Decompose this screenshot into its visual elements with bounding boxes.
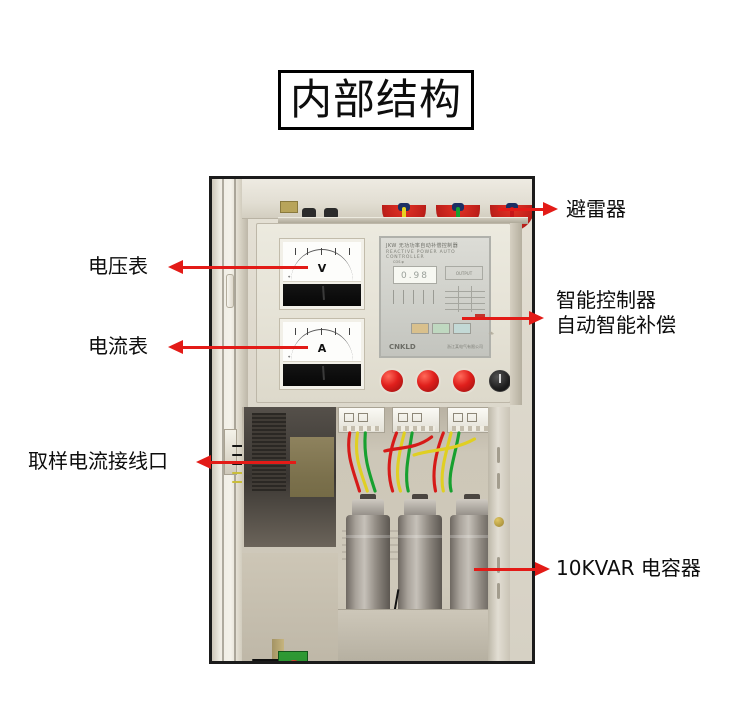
ammeter-window xyxy=(283,364,361,386)
wire-harness xyxy=(338,431,494,503)
top-rail xyxy=(242,179,532,233)
sampling-current-terminal-block xyxy=(278,651,308,661)
cabinet-floor xyxy=(338,609,494,661)
controller-key-set[interactable] xyxy=(411,323,429,334)
rail-screw xyxy=(494,517,504,527)
cabinet-logo-icon: ❧ xyxy=(488,329,495,338)
interior-left-wall xyxy=(242,553,338,661)
cabinet-photo: V ⌖ A ⌖ xyxy=(209,176,535,664)
page-title: 内部结构 xyxy=(289,75,462,124)
voltmeter-unit: V xyxy=(317,262,327,275)
callout-arrow-controller xyxy=(462,311,544,325)
callout-arrow-ammeter xyxy=(168,340,308,354)
instrument-panel: V ⌖ A ⌖ xyxy=(256,223,511,403)
voltmeter: V ⌖ xyxy=(279,238,365,310)
cabinet-interior xyxy=(242,407,510,661)
callout-arrow-sampling-port xyxy=(196,455,296,469)
controller-alarm-led xyxy=(475,314,485,317)
rail-clamp xyxy=(280,201,298,213)
ammeter-needle xyxy=(322,365,325,381)
callout-label-surge-arrester: 避雷器 xyxy=(566,197,626,221)
indicator-lamp-phase-c[interactable] xyxy=(451,368,477,394)
sampling-wires xyxy=(252,653,282,661)
controller-company: 浙江某电气有限公司 xyxy=(447,344,483,349)
rail-hardware xyxy=(302,205,372,219)
contactor-row xyxy=(338,407,494,433)
ammeter-marking: ⌖ xyxy=(288,354,291,359)
callout-label-controller: 智能控制器 自动智能补偿 xyxy=(556,288,676,337)
callout-label-voltmeter: 电压表 xyxy=(88,254,148,278)
callout-label-capacitor: 10KVAR 电容器 xyxy=(556,556,701,580)
controller-keypad[interactable] xyxy=(411,323,471,334)
contactor-1 xyxy=(338,407,386,433)
callout-arrow-voltmeter xyxy=(168,260,308,274)
controller-parameter-grid xyxy=(445,286,485,312)
busbar xyxy=(278,217,528,224)
panel-edge xyxy=(510,223,522,405)
contactor-2 xyxy=(392,407,440,433)
callout-arrow-capacitor xyxy=(474,562,550,576)
selector-knob[interactable] xyxy=(489,370,511,392)
voltmeter-window xyxy=(283,284,361,306)
ammeter-unit: A xyxy=(317,342,327,355)
controller-key-down[interactable] xyxy=(453,323,471,334)
controller-brand: CNKLD xyxy=(389,343,416,351)
door-latch xyxy=(226,274,234,308)
controller-output-label: OUTPUT xyxy=(455,271,473,276)
controller-display-value: 0.98 xyxy=(400,271,430,281)
callout-arrow-surge-arrester xyxy=(498,202,558,216)
controller-key-up[interactable] xyxy=(432,323,450,334)
voltmeter-marking: ⌖ xyxy=(288,274,291,279)
contactor-3 xyxy=(446,407,494,433)
controller-display: 0.98 xyxy=(393,266,437,284)
ammeter: A ⌖ xyxy=(279,318,365,390)
voltmeter-needle xyxy=(322,285,325,301)
interior-cavity xyxy=(244,407,336,547)
controller-output-box: OUTPUT xyxy=(445,266,483,280)
controller-step-indicators xyxy=(391,290,439,312)
indicator-lamp-phase-b[interactable] xyxy=(415,368,441,394)
controller-subtitle: REACTIVE POWER AUTO CONTROLLER xyxy=(386,250,456,260)
cabinet-right-rail xyxy=(488,407,510,661)
indicator-lamp-phase-a[interactable] xyxy=(379,368,405,394)
controller-header: JKW 无功功率自动补偿控制器 REACTIVE POWER AUTO CONT… xyxy=(386,242,484,260)
intelligent-controller[interactable]: JKW 无功功率自动补偿控制器 REACTIVE POWER AUTO CONT… xyxy=(379,236,491,358)
ammeter-face: A ⌖ xyxy=(283,322,361,362)
controller-display-caption: COS φ xyxy=(393,260,404,264)
callout-label-ammeter: 电流表 xyxy=(88,334,148,358)
voltmeter-face: V ⌖ xyxy=(283,242,361,282)
page-title-box: 内部结构 xyxy=(278,70,474,130)
callout-label-sampling-port: 取样电流接线口 xyxy=(28,449,168,473)
controller-title: JKW 无功功率自动补偿控制器 xyxy=(386,243,459,249)
